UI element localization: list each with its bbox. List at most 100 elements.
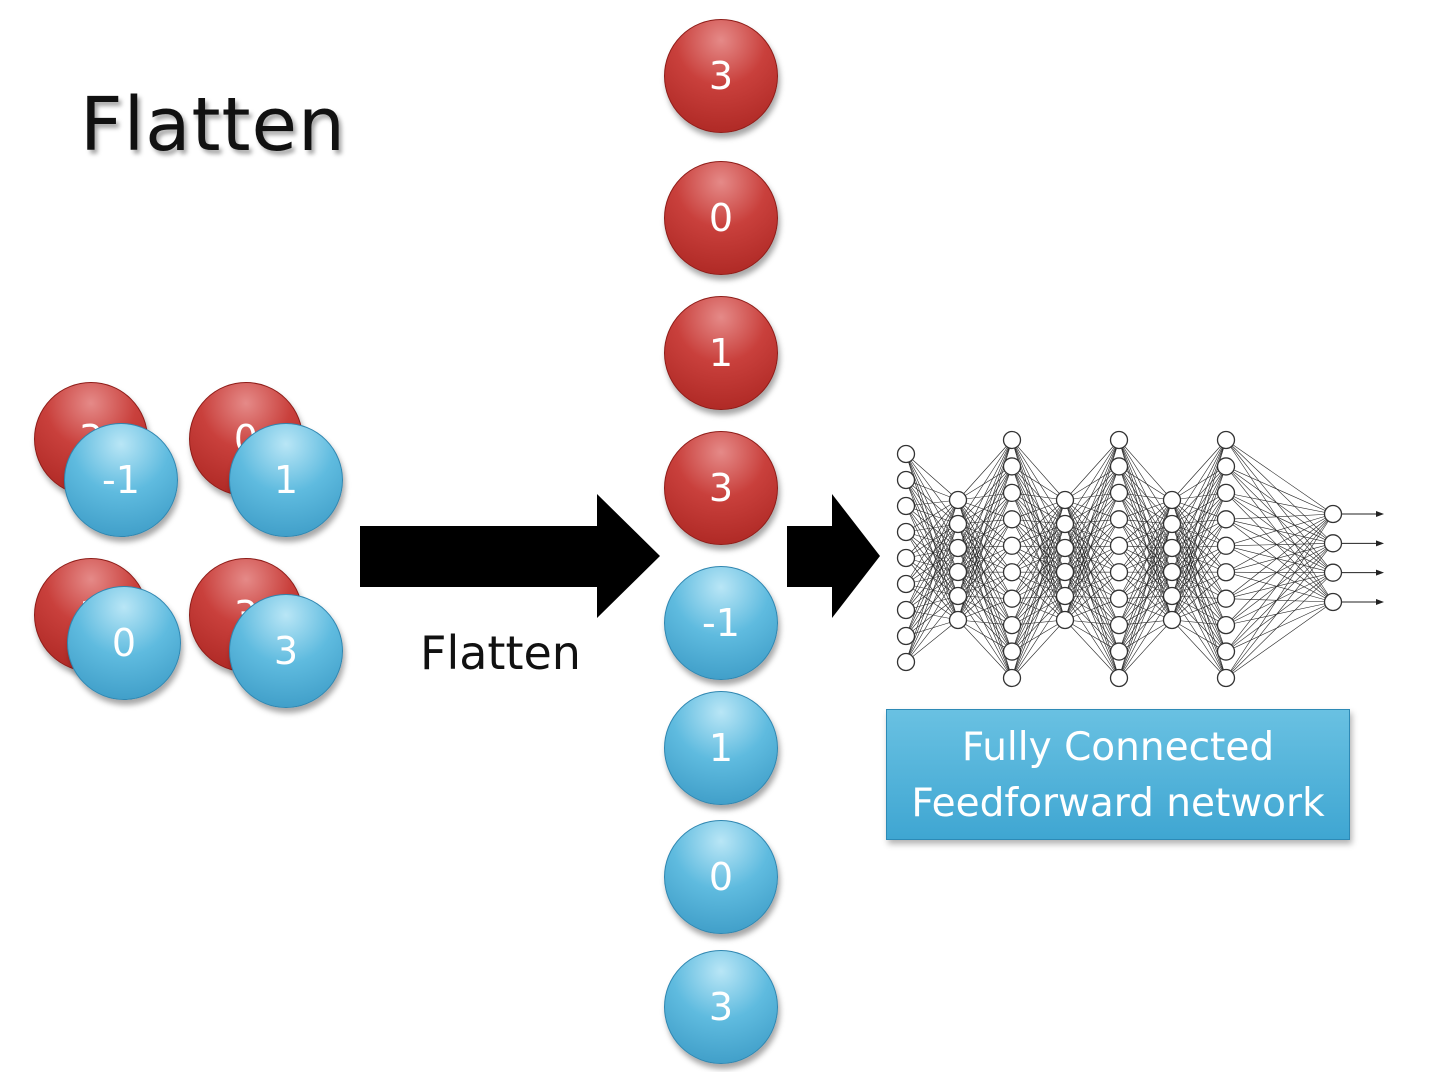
- network-connection: [1225, 466, 1334, 603]
- network-connection: [1118, 466, 1173, 597]
- network-neuron: [1162, 586, 1182, 606]
- network-connection: [1118, 466, 1173, 501]
- network-connection: [1171, 466, 1227, 573]
- network-connection: [957, 519, 1013, 573]
- network-connection: [1064, 523, 1120, 652]
- network-connection: [1064, 547, 1120, 599]
- vector-node-red: 0: [664, 161, 778, 275]
- network-connection: [1064, 523, 1120, 547]
- network-connection: [1118, 499, 1173, 520]
- network-connection: [1118, 492, 1173, 549]
- network-connection: [1225, 513, 1334, 547]
- network-connection: [957, 595, 1013, 626]
- network-connection: [1011, 466, 1066, 597]
- network-neuron: [1162, 610, 1182, 630]
- network-connection: [1011, 571, 1066, 652]
- node-value: 1: [708, 726, 734, 770]
- network-connection: [1118, 523, 1173, 599]
- network-connection: [1118, 499, 1173, 626]
- network-connection: [1171, 492, 1227, 621]
- network-connection: [1011, 466, 1066, 573]
- network-neuron: [1109, 483, 1129, 503]
- network-connection: [1064, 466, 1120, 597]
- feature-map-blue-node: 0: [67, 586, 181, 700]
- network-connection: [957, 523, 1013, 652]
- network-connection: [1011, 466, 1066, 501]
- network-neuron: [1002, 563, 1022, 582]
- network-connection: [957, 466, 1013, 501]
- network-connection: [905, 453, 959, 549]
- network-connection: [1011, 492, 1066, 573]
- network-neuron: [948, 490, 968, 510]
- network-connection: [1171, 519, 1227, 621]
- network-connection: [905, 523, 959, 559]
- network-connection: [957, 499, 1013, 599]
- network-connection: [1171, 571, 1227, 621]
- network-connection: [1118, 571, 1173, 597]
- page-title: Flatten: [80, 82, 346, 168]
- network-connection: [1064, 492, 1120, 621]
- network-connection: [1011, 545, 1066, 597]
- network-connection: [1064, 439, 1120, 573]
- network-connection: [905, 479, 959, 525]
- network-neuron: [948, 538, 968, 558]
- network-connection: [1225, 513, 1334, 520]
- network-neuron: [1109, 589, 1129, 608]
- network-neuron: [1109, 642, 1129, 661]
- network-connection: [1064, 439, 1120, 501]
- node-value: 3: [708, 985, 734, 1029]
- network-connection: [1225, 601, 1334, 652]
- network-neuron: [1055, 538, 1075, 558]
- network-neuron: [1109, 563, 1129, 582]
- network-connection: [905, 505, 959, 621]
- network-connection: [1171, 595, 1227, 679]
- network-connection: [1171, 523, 1227, 599]
- network-connection: [1118, 595, 1173, 626]
- network-connection: [1171, 466, 1227, 501]
- network-connection: [1225, 571, 1334, 603]
- network-connection: [1225, 543, 1334, 547]
- network-connection: [905, 557, 959, 621]
- network-neuron: [1002, 615, 1022, 635]
- network-connection: [1118, 519, 1173, 621]
- network-connection: [1064, 499, 1120, 573]
- output-arrow-head: [1376, 569, 1384, 576]
- network-connection: [1011, 545, 1066, 573]
- network-connection: [1171, 619, 1227, 679]
- network-connection: [905, 571, 959, 663]
- network-connection: [1171, 499, 1227, 547]
- network-connection: [905, 547, 959, 637]
- network-connection: [1171, 499, 1227, 573]
- flatten-arrow: [360, 494, 660, 618]
- network-neuron: [1002, 457, 1022, 476]
- network-connection: [1064, 523, 1120, 599]
- network-connection: [1064, 595, 1120, 652]
- node-value: 0: [708, 196, 734, 240]
- network-connection: [1225, 466, 1334, 573]
- network-connection: [905, 583, 959, 621]
- network-connection: [1225, 439, 1334, 515]
- network-connection: [1064, 619, 1120, 679]
- network-neuron: [948, 586, 968, 606]
- network-connection: [1064, 571, 1120, 597]
- network-connection: [1171, 499, 1227, 599]
- network-connection: [1118, 571, 1173, 599]
- network-connection: [1225, 439, 1334, 603]
- network-neuron: [1162, 514, 1182, 534]
- network-connection: [957, 466, 1013, 525]
- network-connection: [1064, 466, 1120, 573]
- network-connection: [957, 439, 1013, 501]
- network-connection: [1225, 598, 1334, 603]
- network-connection: [905, 547, 959, 611]
- network-neuron: [1216, 563, 1236, 582]
- network-connection: [1064, 545, 1120, 621]
- network-connection: [1011, 439, 1066, 501]
- network-neuron: [1323, 534, 1343, 553]
- network-connection: [957, 492, 1013, 597]
- network-neuron: [1109, 536, 1129, 555]
- network-connection: [957, 547, 1013, 626]
- network-connection: [1118, 492, 1173, 525]
- network-neuron: [1002, 642, 1022, 661]
- network-connection: [1011, 523, 1066, 652]
